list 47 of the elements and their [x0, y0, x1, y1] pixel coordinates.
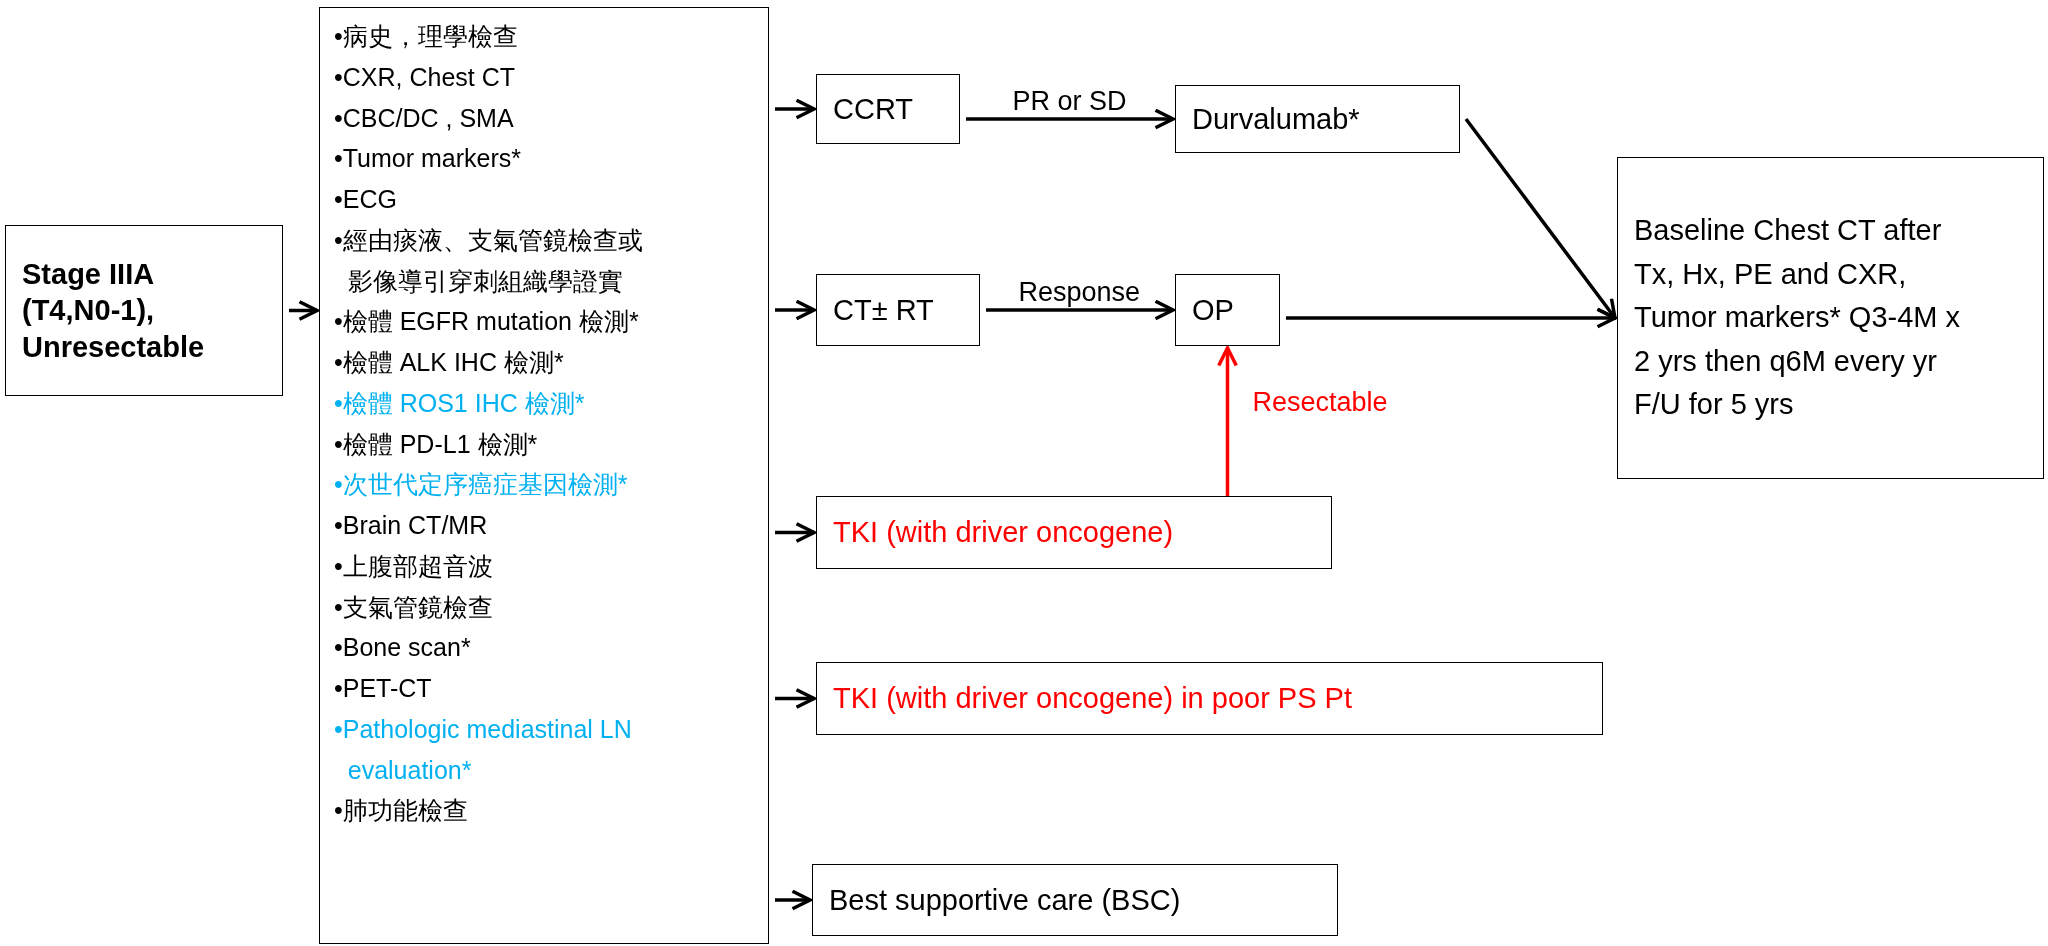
process-box: [816, 662, 1603, 735]
box-text: TKI (with driver oncogene): [833, 515, 1175, 551]
list-item: •Tumor markers*: [334, 143, 522, 175]
arrow: [986, 299, 1175, 321]
arrow: [775, 889, 812, 911]
stage-box: [5, 225, 283, 396]
box-text: Stage IIIA (T4,N0-1), Unresectable: [22, 257, 206, 365]
list-item: •Brain CT/MR: [334, 510, 489, 541]
process-box: [816, 74, 960, 144]
process-box: [816, 274, 980, 346]
box-text: CT± RT: [833, 292, 935, 328]
arrow: [966, 108, 1175, 130]
list-item: •經由痰液、支氣管鏡檢查或影像導引穿刺組織學證實: [334, 224, 644, 297]
box-text: Durvalumab*: [1192, 101, 1361, 137]
arrow: [289, 300, 319, 321]
process-box: [1175, 85, 1460, 153]
list-item: •Pathologic mediastinal LN evaluation*: [334, 713, 633, 786]
list-item: •檢體 PD-L1 檢測*: [334, 428, 539, 460]
arrow: [1217, 346, 1238, 496]
arrow: [775, 98, 816, 120]
box-text: Baseline Chest CT after Tx, Hx, PE and CXR, Tumor markers* Q3-4M x 2 yrs then q6M every yr F/U for 5 yrs: [1634, 213, 1962, 423]
arrow: [775, 688, 816, 709]
list-item: •檢體 ALK IHC 檢測*: [334, 347, 565, 378]
list-item: •病史，理學檢查: [334, 21, 519, 52]
list-item: •CXR, Chest CT: [334, 61, 516, 93]
list-item: •ECG: [334, 184, 398, 215]
list-item: •上腹部超音波: [334, 550, 494, 582]
box-text: OP: [1192, 292, 1235, 328]
list-item: •檢體 EGFR mutation 檢測*: [334, 306, 640, 338]
process-box: [1175, 274, 1280, 346]
list-item: •肺功能檢查: [334, 795, 469, 827]
list-item: •支氣管鏡檢查: [334, 591, 494, 623]
box-text: Best supportive care (BSC): [829, 882, 1182, 918]
follow-up-box: [1617, 157, 2044, 479]
box-text: TKI (with driver oncogene) in poor PS Pt: [833, 681, 1353, 717]
arrow: [775, 299, 816, 321]
list-item: •PET-CT: [334, 673, 433, 704]
arrow: [1286, 307, 1617, 329]
list-item: •Bone scan*: [334, 632, 472, 664]
list-item: •CBC/DC , SMA: [334, 102, 515, 134]
process-box: [812, 864, 1338, 936]
process-box: [816, 496, 1332, 569]
list-item: •檢體 ROS1 IHC 檢測*: [334, 387, 586, 419]
workup-list-box: [319, 7, 769, 944]
list-item: •次世代定序癌症基因檢測*: [334, 469, 629, 501]
box-text: CCRT: [833, 91, 915, 127]
arrow: [775, 522, 816, 543]
